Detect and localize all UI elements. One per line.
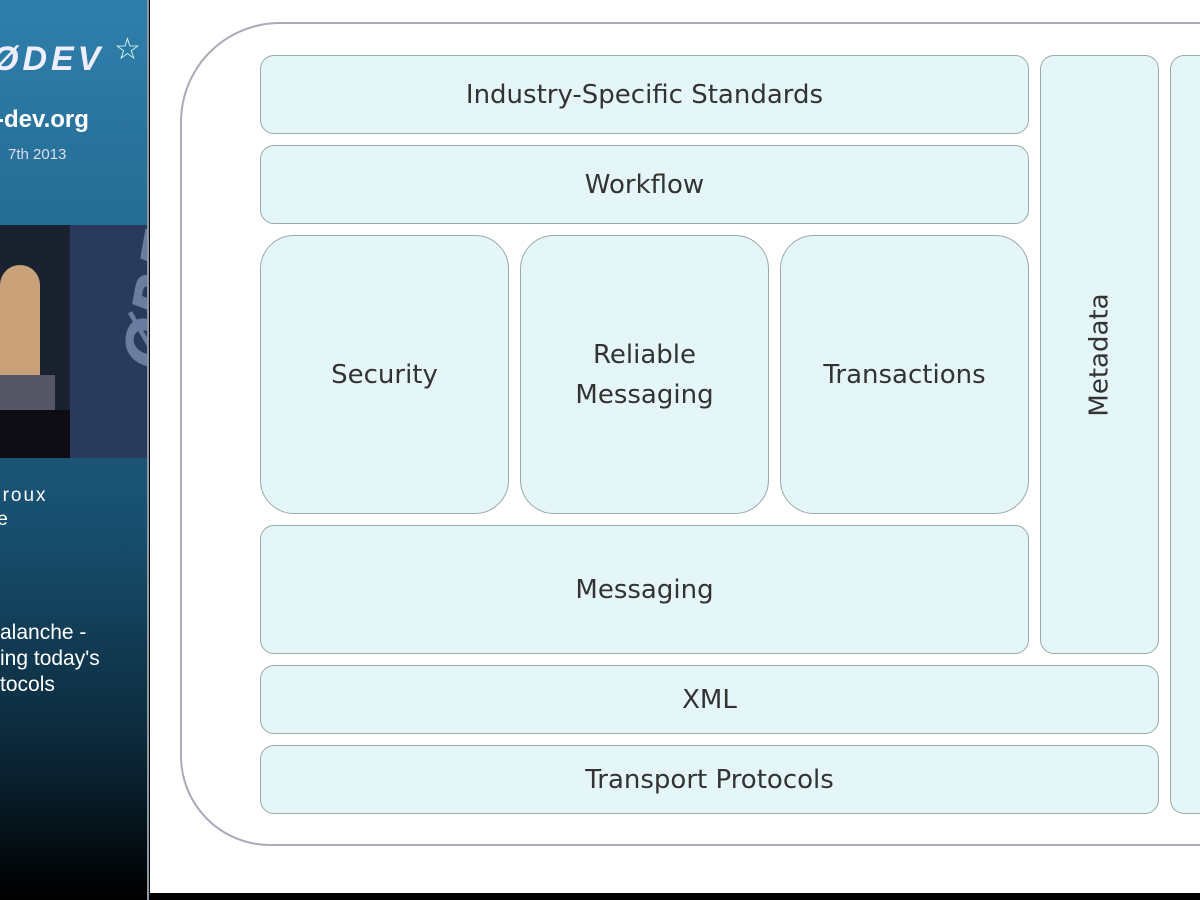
industry-standards-box: Industry-Specific Standards <box>260 55 1029 134</box>
metadata-box: Metadata <box>1040 55 1159 654</box>
talk-title-line: alanche - <box>0 621 87 644</box>
video-sidebar: ØDEV ☆ -dev.org 7th 2013 ØRE eroux te al… <box>0 0 149 900</box>
workflow-box: Workflow <box>260 145 1029 224</box>
transport-protocols-box: Transport Protocols <box>260 745 1159 814</box>
star-icon[interactable]: ☆ <box>114 33 141 66</box>
metadata-label: Metadata <box>1084 292 1115 417</box>
stack-container <box>180 22 1200 846</box>
messaging-box: Messaging <box>260 525 1029 654</box>
speaker-name: eroux te <box>0 484 48 532</box>
event-date: 7th 2013 <box>8 146 67 163</box>
talk-title-line: tocols <box>0 673 55 696</box>
xml-box: XML <box>260 665 1159 734</box>
transactions-box: Transactions <box>780 235 1029 514</box>
side-box <box>1170 55 1200 814</box>
security-box: Security <box>260 235 509 514</box>
talk-title: alanche - ing today's tocols <box>0 620 100 698</box>
slide: Industry-Specific Standards Workflow Sec… <box>150 0 1200 893</box>
speaker-line: eroux <box>0 485 48 506</box>
speaker-line: te <box>0 508 48 532</box>
conference-logo: ØDEV <box>0 40 105 78</box>
speaker-photo: ØRE <box>0 225 147 458</box>
reliable-messaging-box: Reliable Messaging <box>520 235 769 514</box>
site-url: -dev.org <box>0 106 89 133</box>
talk-title-line: ing today's <box>0 647 100 670</box>
